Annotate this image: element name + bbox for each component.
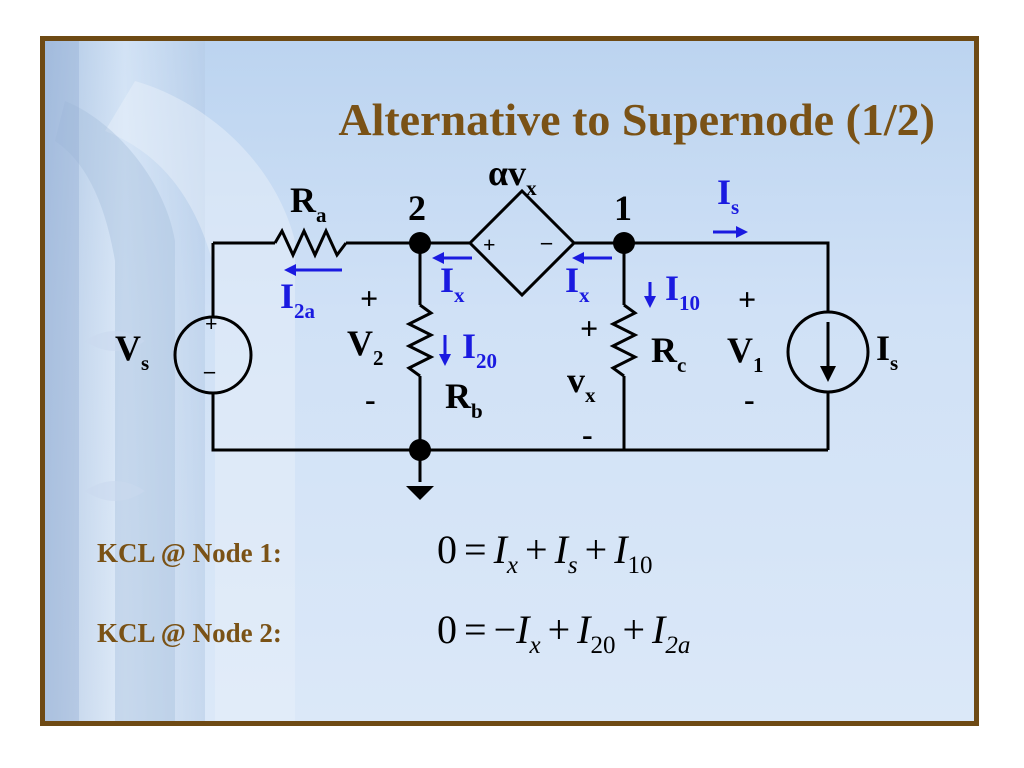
kcl-node1-equation: 0=Ix+Is+I10	[437, 527, 653, 579]
resistor-rb	[405, 303, 435, 378]
vs-plus: +	[205, 311, 218, 336]
voltage-source-vs	[173, 315, 253, 395]
circuit-wires	[211, 227, 830, 482]
v2-plus: +	[360, 280, 379, 316]
label-ix-left: Ix	[440, 260, 465, 307]
label-i2a: I2a	[280, 276, 316, 323]
ground-symbol	[406, 486, 434, 500]
label-v2: V2	[347, 323, 384, 370]
label-rc: Rc	[651, 330, 687, 377]
label-node-1: 1	[614, 188, 632, 228]
label-vx: vx	[567, 360, 596, 407]
dep-source-minus: –	[541, 229, 552, 254]
resistor-ra	[273, 227, 348, 259]
vs-minus: –	[204, 358, 215, 383]
dep-source-plus: +	[483, 232, 496, 257]
vx-minus: -	[582, 416, 593, 452]
label-dependent-source: αvx	[488, 153, 537, 200]
slide-title: Alternative to Supernode (1/2)	[338, 94, 935, 145]
v2-minus: -	[365, 381, 376, 417]
dependent-source-diamond	[467, 188, 577, 298]
node-ground-dot	[409, 439, 431, 461]
v1-minus: -	[744, 381, 755, 417]
vx-plus: +	[580, 310, 599, 346]
label-ra: Ra	[290, 180, 327, 227]
slide-frame: Alternative to Supernode (1/2)	[40, 36, 979, 726]
label-is-top: Is	[717, 172, 740, 219]
label-is-source: Is	[876, 328, 899, 375]
current-source-is	[786, 310, 870, 394]
label-vs: Vs	[115, 328, 150, 375]
label-i20: I20	[462, 326, 498, 373]
label-ix-right: Ix	[565, 260, 590, 307]
node-2-dot	[409, 232, 431, 254]
label-rb: Rb	[445, 376, 483, 423]
v1-plus: +	[738, 281, 757, 317]
node-1-dot	[613, 232, 635, 254]
label-v1: V1	[727, 330, 764, 377]
label-i10: I10	[665, 268, 701, 315]
resistor-rc	[609, 303, 639, 378]
kcl-node1-label: KCL @ Node 1:	[97, 538, 282, 568]
kcl-node2-label: KCL @ Node 2:	[97, 618, 282, 648]
kcl-node2-equation: 0=−Ix+I20+I2a	[437, 607, 691, 659]
label-node-2: 2	[408, 188, 426, 228]
column-background-art	[45, 41, 295, 721]
